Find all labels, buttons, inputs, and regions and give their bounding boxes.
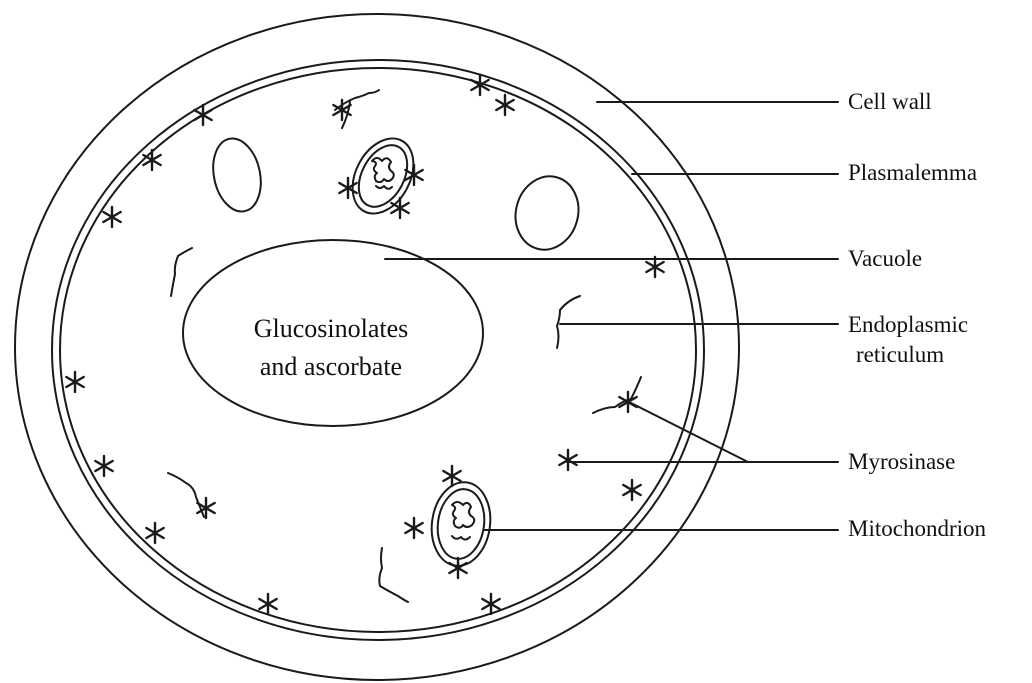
myrosinase-asterisk (559, 450, 576, 470)
vacuole-text-line1: Glucosinolates (211, 312, 451, 346)
vacuole-text-line2: and ascorbate (211, 350, 451, 384)
er-fragment-2 (171, 248, 192, 296)
myrosinase-asterisk (146, 523, 163, 543)
label-mitochondrion: Mitochondrion (848, 515, 986, 542)
label-myrosinase: Myrosinase (848, 448, 955, 475)
mitochondrion-bottom (426, 478, 495, 569)
small-vacuole-right (507, 169, 586, 257)
myrosinase-asterisk (259, 594, 276, 614)
myrosinase-asterisk (623, 480, 640, 500)
label-cell-wall: Cell wall (848, 88, 932, 115)
myrosinase-asterisk (95, 456, 112, 476)
label-er-line1: Endoplasmic (848, 311, 968, 338)
er-fragment-3 (557, 296, 580, 348)
small-vacuole-left (207, 134, 267, 216)
myrosinase-asterisk (449, 558, 466, 578)
myrosinase-asterisk (143, 150, 160, 170)
er-fragment-6 (379, 548, 408, 602)
er-fragment-5 (168, 473, 204, 517)
myrosinase-asterisk (405, 518, 422, 538)
myrosinase-asterisk (103, 207, 120, 227)
myrosinase-asterisk (66, 372, 83, 392)
label-er-line2: reticulum (856, 341, 944, 368)
cell-wall-outer (15, 14, 739, 680)
label-vacuole: Vacuole (848, 245, 922, 272)
myrosinase-asterisk (496, 95, 513, 115)
er-fragment-4 (593, 377, 641, 413)
myrosinase-asterisk (391, 198, 408, 218)
label-plasmalemma: Plasmalemma (848, 159, 977, 186)
